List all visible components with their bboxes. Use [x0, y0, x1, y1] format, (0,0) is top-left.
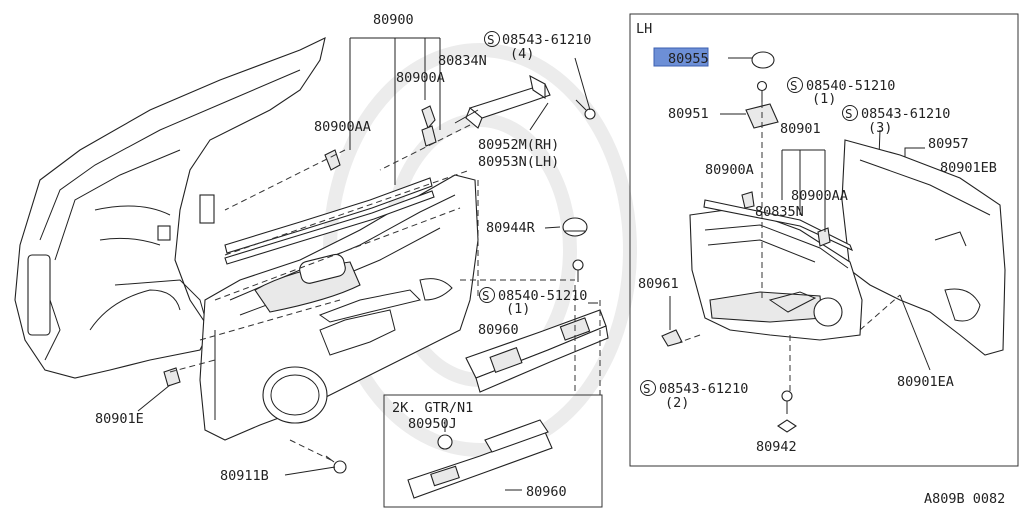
fastener-symbol: S	[482, 288, 490, 303]
label-08543-top-qty: (4)	[510, 46, 534, 62]
lh-diagram	[653, 47, 1006, 433]
fastener-08543-lh: S 08543-61210 (3)	[842, 105, 950, 136]
label-80942: 80942	[756, 439, 797, 455]
label-80900aa-lh: 80900AA	[791, 188, 848, 204]
fastener-symbol: S	[487, 32, 495, 47]
label-08540-main-qty: (1)	[506, 301, 530, 317]
label-80901eb: 80901EB	[940, 160, 997, 176]
label-08540-lh: 08540-51210	[806, 78, 895, 94]
label-80901: 80901	[780, 121, 821, 137]
fastener-symbol: S	[790, 78, 798, 93]
label-80960-inset: 80960	[526, 484, 567, 500]
label-80953n: 80953N(LH)	[478, 154, 559, 170]
label-80900: 80900	[373, 12, 414, 28]
pull-handle-bracket	[465, 74, 551, 129]
label-80911b: 80911B	[220, 468, 269, 484]
label-08543-lh-qty: (3)	[868, 120, 892, 136]
label-80957: 80957	[928, 136, 969, 152]
label-80900aa: 80900AA	[314, 119, 371, 135]
cap-80944r	[562, 217, 588, 237]
label-80901e: 80901E	[95, 411, 144, 427]
lh-title: LH	[636, 21, 652, 37]
label-08540-lh-qty: (1)	[812, 91, 836, 107]
label-80961: 80961	[638, 276, 679, 292]
inset-title: 2K. GTR/N1	[392, 400, 473, 416]
label-80951: 80951	[668, 106, 709, 122]
door-trim-panel	[199, 174, 479, 441]
screw-08540	[572, 259, 584, 282]
lh-box	[629, 13, 1019, 467]
label-08543-lh2: 08543-61210	[659, 381, 748, 397]
labels-lh: LH 80955 S 08540-51210 (1) 80951 80901 S…	[636, 21, 997, 455]
fastener-08543-lh2: S 08543-61210 (2)	[640, 380, 748, 411]
fastener-08540-main: S 08540-51210 (1)	[479, 287, 587, 317]
belt-molding	[224, 177, 435, 265]
leader-lines-main	[137, 37, 601, 476]
highlight-80955	[653, 47, 709, 67]
clips-main	[324, 105, 437, 171]
labels-main: 80900 80834N 80900A 80900AA S 08543-6121…	[95, 12, 591, 500]
label-08540-main: 08540-51210	[498, 288, 587, 304]
label-08543-top: 08543-61210	[502, 32, 591, 48]
doc-code: A809B 0082	[924, 491, 1005, 507]
fastener-08540-lh: S 08540-51210 (1)	[787, 77, 895, 107]
door-frame	[14, 37, 326, 379]
label-80952m: 80952M(RH)	[478, 137, 559, 153]
fastener-symbol: S	[643, 381, 651, 396]
fastener-symbol: S	[845, 106, 853, 121]
label-08543-lh: 08543-61210	[861, 106, 950, 122]
label-80960: 80960	[478, 322, 519, 338]
clip-80901e	[163, 367, 181, 387]
label-80901ea: 80901EA	[897, 374, 954, 390]
label-80950j: 80950J	[408, 416, 457, 432]
label-80955: 80955	[668, 51, 709, 67]
label-80900a-lh: 80900A	[705, 162, 754, 178]
label-80835n: 80835N	[755, 204, 804, 220]
label-80944r: 80944R	[486, 220, 536, 236]
label-08543-lh2-qty: (2)	[665, 395, 689, 411]
label-80900a: 80900A	[396, 70, 445, 86]
label-80834n: 80834N	[438, 53, 487, 69]
inset-box	[383, 394, 603, 508]
fastener-08543-top: S 08543-61210 (4)	[484, 31, 591, 62]
screw-80911b	[325, 455, 347, 474]
